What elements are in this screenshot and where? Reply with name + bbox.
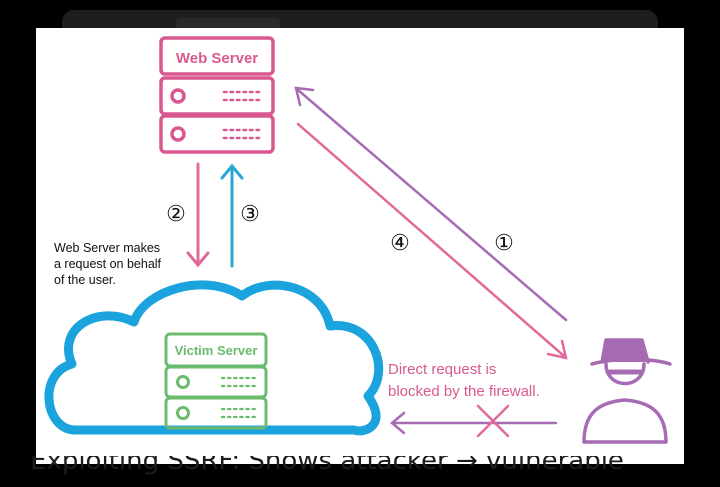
blocked-note-line-2: blocked by the firewall. — [388, 383, 540, 400]
image-caption-text: Exploiting SSRF: Shows attacker → vulner… — [30, 456, 624, 476]
web-server-note-line-2: a request on behalf — [54, 257, 162, 271]
step-3-number: ③ — [240, 201, 260, 226]
web-server-label: Web Server — [176, 50, 258, 67]
step-1-number: ① — [494, 230, 514, 255]
attacker-request-arrow — [294, 86, 568, 322]
step-4-number: ④ — [390, 230, 410, 255]
server-response-arrow — [296, 122, 568, 360]
blocked-note-line-1: Direct request is — [388, 361, 496, 378]
cloud-shape — [44, 280, 384, 436]
victim-server-label: Victim Server — [175, 343, 258, 358]
request-arrow-down — [186, 162, 210, 268]
image-caption: Exploiting SSRF: Shows attacker → vulner… — [30, 456, 710, 487]
response-arrow-up — [220, 163, 244, 268]
victim-server-icon — [164, 332, 268, 430]
ssrf-diagram: Web Server ② ③ ④ ① Web Server makes a re… — [44, 36, 672, 444]
web-server-icon — [159, 36, 275, 154]
attacker-icon — [582, 338, 672, 444]
web-server-note-line-1: Web Server makes — [54, 241, 160, 255]
blocked-request-arrow — [390, 411, 558, 435]
ssrf-diagram-image: Web Server ② ③ ④ ① Web Server makes a re… — [36, 28, 684, 464]
step-2-number: ② — [166, 201, 186, 226]
web-server-note-line-3: of the user. — [54, 273, 116, 287]
firewall-block-x-icon — [476, 404, 510, 438]
